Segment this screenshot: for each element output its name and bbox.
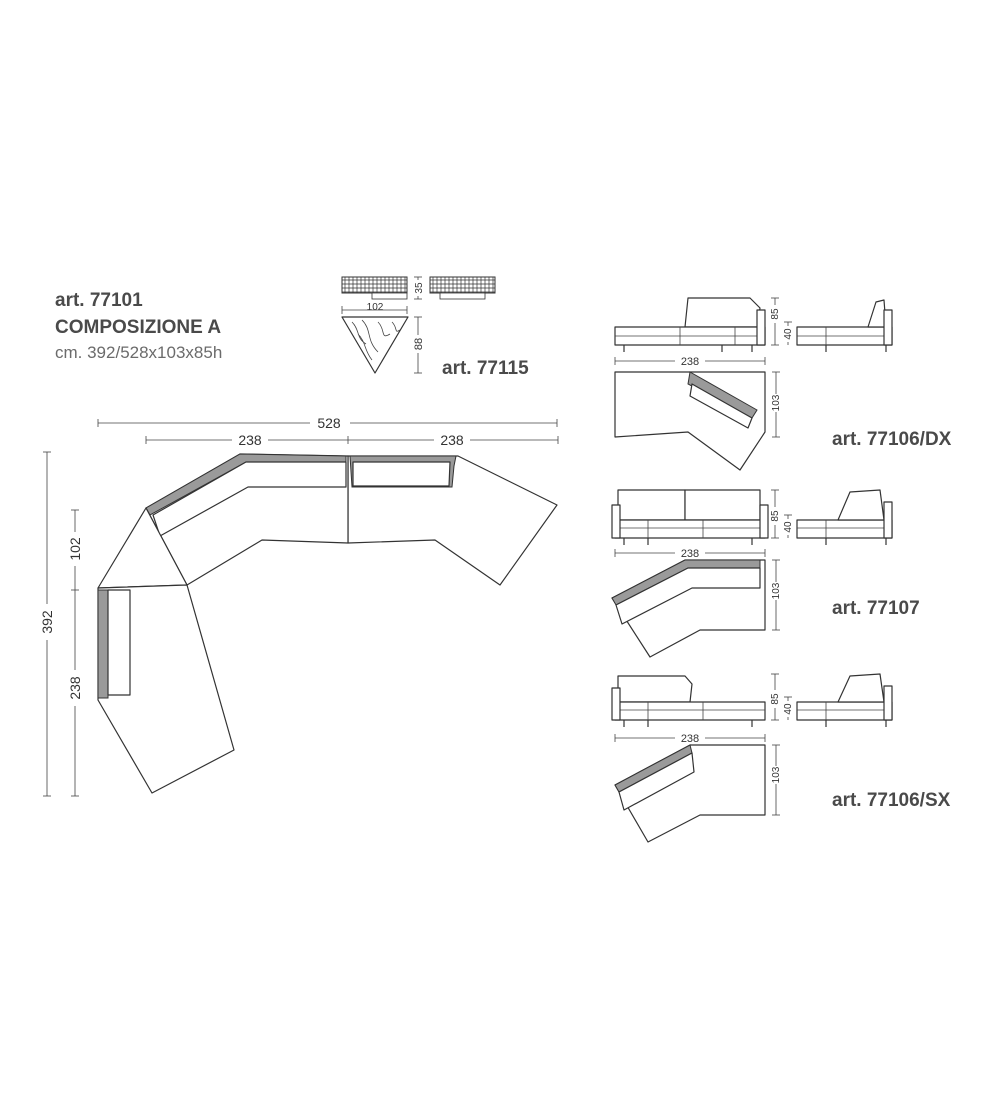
module-77106-dx: 238 85 40 103 art. 77106/DX (614, 297, 952, 471)
module-77106-sx-art-code: art. 77106/SX (832, 790, 951, 811)
module-77107-plan-view: 103 (611, 559, 782, 658)
table-dim-depth: 88 (412, 316, 425, 374)
module-77106-sx-depth: 103 (771, 766, 782, 783)
composition-header: art. 77101 COMPOSIZIONE A cm. 392/528x10… (55, 290, 222, 362)
module-77107-side-view (796, 489, 893, 545)
dim-height-top: 102 (66, 509, 84, 591)
module-77106-sx-side-view (796, 673, 893, 727)
dim-width-left: 238 (145, 431, 349, 448)
table-module-drawing: 35 102 88 art. 77115 (341, 276, 529, 379)
module-77107: 238 85 40 103 art. 77107 (611, 489, 920, 658)
dim-width-total: 528 (97, 414, 558, 431)
module-77106-sx-height: 85 (770, 693, 781, 705)
module-77107-dims: 238 85 40 (614, 489, 794, 560)
dim-height-bottom-label: 238 (67, 676, 83, 700)
module-77106-dx-front-view (614, 297, 766, 352)
module-77106-dx-height: 85 (770, 308, 781, 320)
plan-left-module (97, 584, 235, 794)
table-top-view (341, 316, 409, 374)
dim-width-right: 238 (348, 431, 559, 448)
plan-right-module (347, 455, 558, 586)
table-art-code: art. 77115 (442, 358, 529, 379)
dim-width-left-label: 238 (238, 432, 262, 448)
composition-dimensions: cm. 392/528x103x85h (55, 343, 222, 362)
dim-height-bottom: 238 (66, 590, 84, 797)
module-77107-seat-height: 40 (783, 521, 794, 533)
module-77106-sx-width: 238 (681, 733, 699, 745)
composition-name: COMPOSIZIONE A (55, 317, 221, 338)
dim-width-total-label: 528 (317, 415, 341, 431)
module-77106-sx-dims: 238 85 40 (614, 673, 794, 745)
module-77106-dx-art-code: art. 77106/DX (832, 429, 952, 450)
module-77106-dx-width: 238 (681, 356, 699, 368)
dim-height-total: 392 (37, 451, 57, 797)
module-77106-dx-plan-view: 103 (614, 371, 782, 471)
module-77106-dx-depth: 103 (771, 394, 782, 411)
dim-height-top-label: 102 (67, 537, 83, 561)
composition-plan-view: 528 238 238 392 (37, 414, 559, 797)
table-width-label: 102 (367, 302, 384, 313)
module-77106-dx-side-view (796, 299, 893, 352)
table-depth-label: 88 (413, 338, 425, 350)
module-77107-height: 85 (770, 510, 781, 522)
module-77107-width: 238 (681, 548, 699, 560)
module-77106-sx-plan-view: 103 (614, 744, 782, 843)
module-77107-depth: 103 (771, 582, 782, 599)
module-77107-front-view (611, 489, 769, 545)
module-77107-art-code: art. 77107 (832, 598, 920, 619)
table-side-view (429, 276, 496, 300)
module-77106-dx-dims: 238 85 40 (614, 297, 794, 368)
table-dim-width: 102 (341, 302, 408, 314)
table-height-label: 35 (414, 282, 425, 294)
module-77106-sx: 238 85 40 103 art. 77106/SX (611, 673, 951, 843)
dim-height-total-label: 392 (39, 610, 55, 634)
table-dim-height: 35 (413, 276, 425, 300)
module-77106-sx-front-view (611, 675, 766, 727)
dim-width-right-label: 238 (440, 432, 464, 448)
composition-art-code: art. 77101 (55, 290, 143, 311)
module-77106-sx-seat-height: 40 (783, 703, 794, 715)
module-77106-dx-seat-height: 40 (783, 328, 794, 340)
table-front-view (341, 276, 408, 300)
